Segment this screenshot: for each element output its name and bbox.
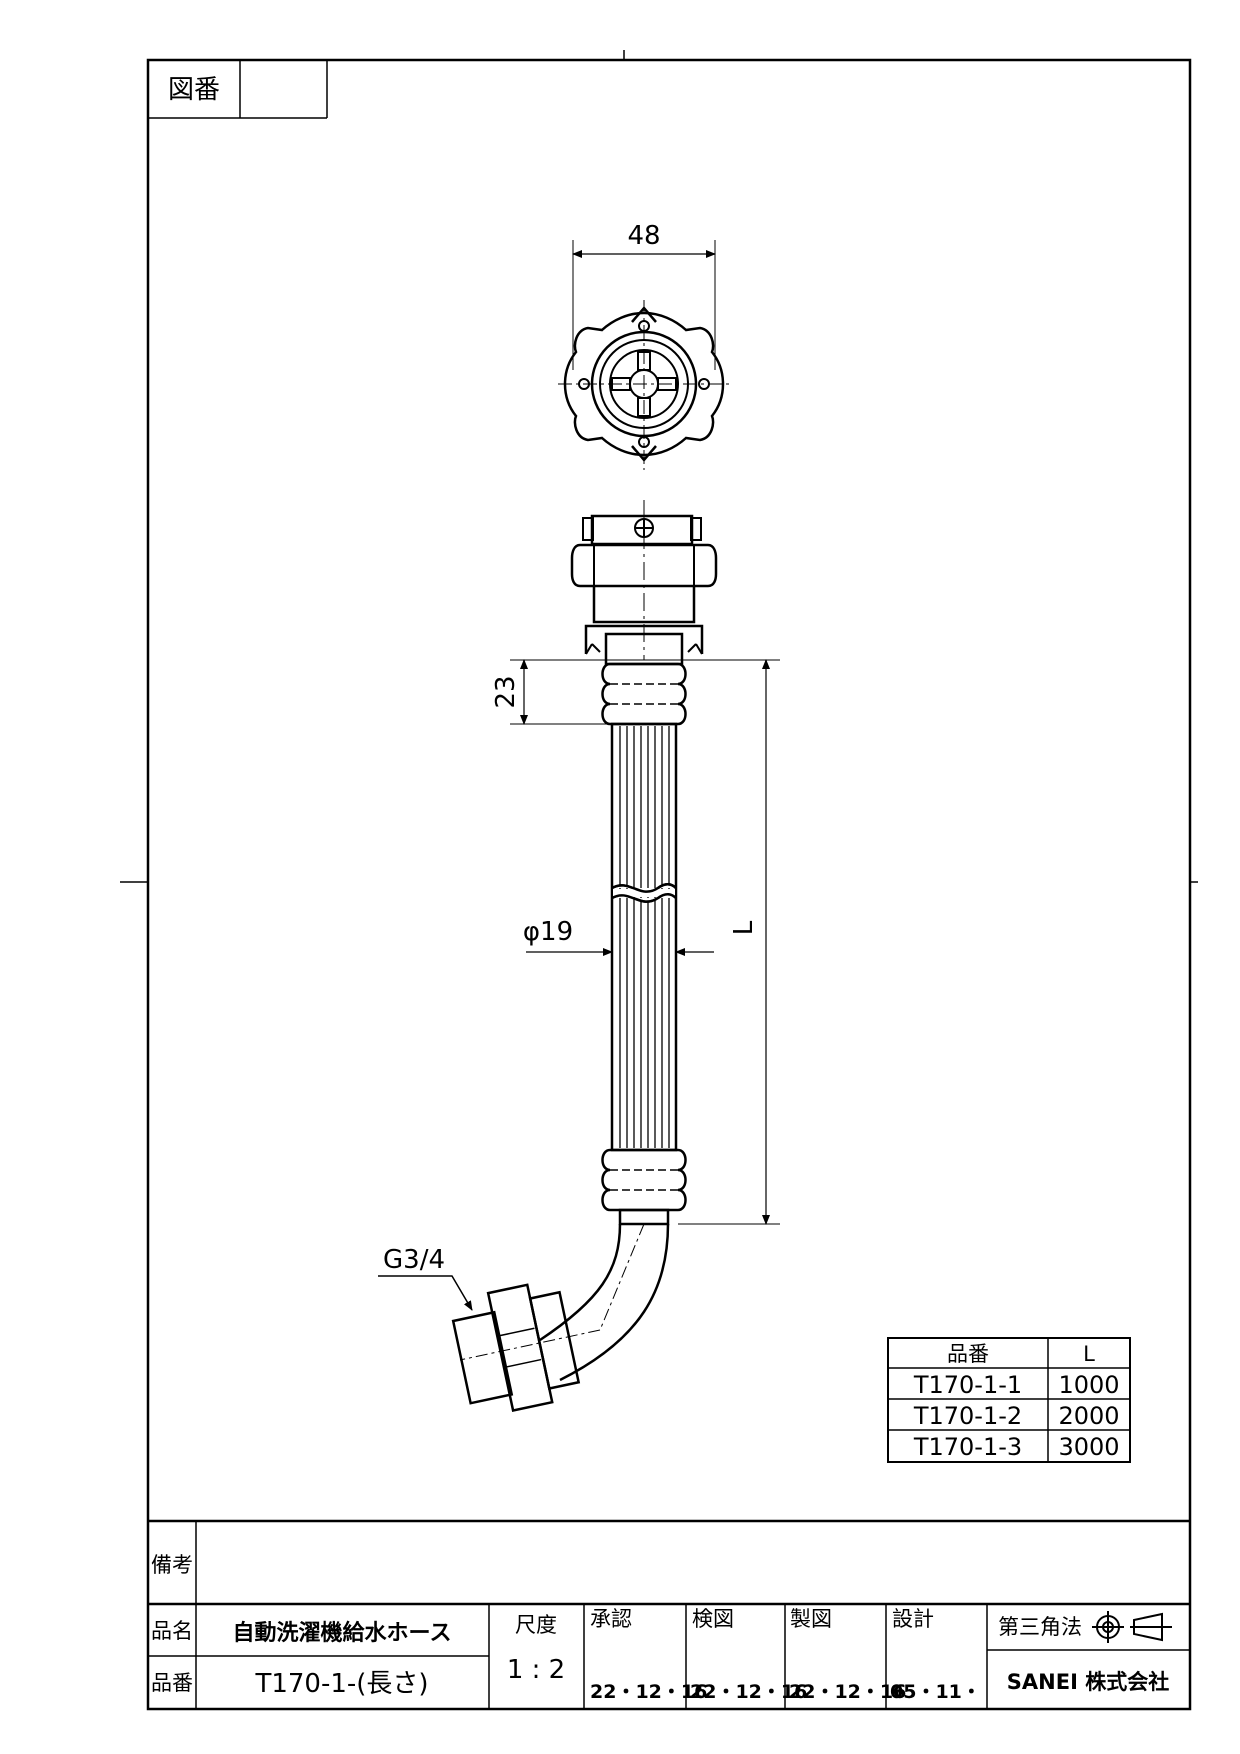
top-view: 48 xyxy=(558,221,730,470)
dimension-L-label: L xyxy=(729,920,759,935)
front-view: G3/4 23 L φ19 xyxy=(378,500,780,1412)
hose-body xyxy=(610,722,678,1152)
approval-date: 22・12・16 xyxy=(590,1681,707,1703)
third-angle-projection-icon xyxy=(1092,1611,1172,1643)
title-block: 備考 品名 自動洗濯機給水ホース 品番 T170-1-(長さ) 尺度 1 : 2… xyxy=(148,1519,1190,1709)
company-name: SANEI 株式会社 xyxy=(1007,1670,1169,1694)
table-row-2-length: 2000 xyxy=(1058,1402,1119,1430)
lower-ring-section xyxy=(601,1148,687,1212)
number-value: T170-1-(長さ) xyxy=(254,1669,428,1699)
table-row-1-length: 1000 xyxy=(1058,1371,1119,1399)
table-row-1-part: T170-1-1 xyxy=(913,1371,1022,1399)
dimension-23-label: 23 xyxy=(491,675,521,708)
thread-leader xyxy=(378,1275,473,1311)
table-header-part: 品番 xyxy=(947,1342,989,1366)
dimension-48-label: 48 xyxy=(627,221,660,251)
drawn-date: 22・12・16 xyxy=(789,1681,906,1703)
length-table: 品番 L T170-1-1 1000 T170-1-2 2000 T170-1-… xyxy=(887,1337,1131,1463)
scale-label: 尺度 xyxy=(515,1613,557,1637)
drawing-number-box: 図番 xyxy=(148,60,328,119)
design-date: 05・11・ xyxy=(890,1681,981,1703)
thread-label: G3/4 xyxy=(383,1245,445,1275)
table-row-3-length: 3000 xyxy=(1058,1433,1119,1461)
name-value: 自動洗濯機給水ホース xyxy=(233,1620,452,1646)
g34-connector xyxy=(451,1283,581,1412)
dimension-phi19-label: φ19 xyxy=(523,917,573,947)
drawn-label: 製図 xyxy=(790,1607,832,1631)
table-header-length: L xyxy=(1083,1342,1095,1366)
projection-label: 第三角法 xyxy=(998,1615,1082,1639)
check-label: 検図 xyxy=(692,1607,734,1631)
table-row-2-part: T170-1-2 xyxy=(913,1402,1022,1430)
approval-label: 承認 xyxy=(590,1607,632,1631)
remarks-label: 備考 xyxy=(151,1553,193,1577)
upper-ring-section xyxy=(601,662,687,726)
scale-value: 1 : 2 xyxy=(507,1655,565,1685)
drawing-frame xyxy=(146,58,1192,1711)
number-label: 品番 xyxy=(151,1671,193,1695)
hex-nut xyxy=(570,543,718,588)
check-date: 22・12・16 xyxy=(690,1681,807,1703)
design-label: 設計 xyxy=(892,1607,934,1631)
hose-elbow xyxy=(539,1223,670,1382)
drawing-number-label: 図番 xyxy=(168,75,220,105)
name-label: 品名 xyxy=(151,1619,193,1643)
table-row-3-part: T170-1-3 xyxy=(913,1433,1022,1461)
